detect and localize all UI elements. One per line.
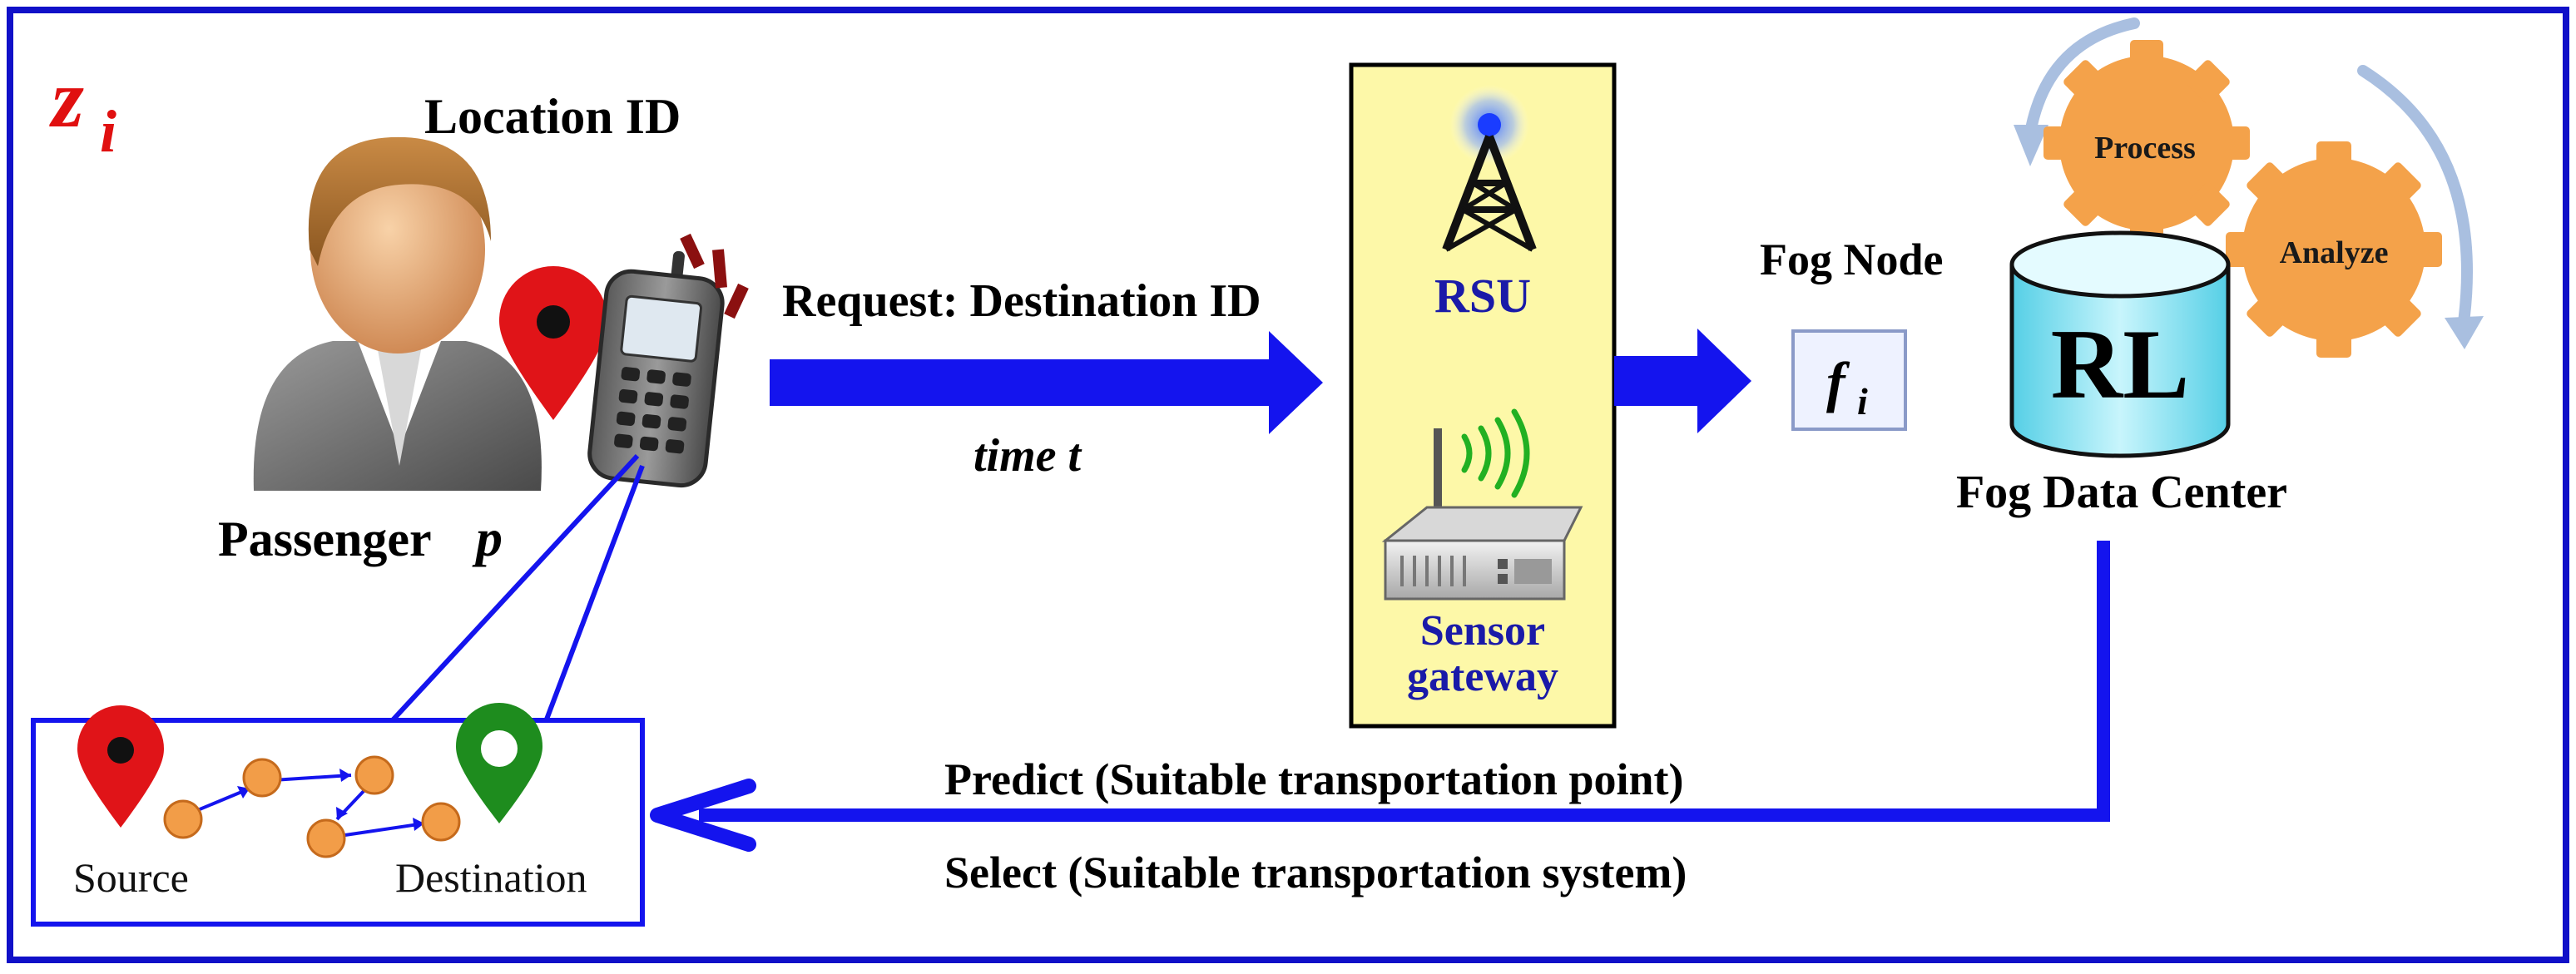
fog-node-label: Fog Node [1760, 235, 1943, 284]
source-label: Source [73, 854, 189, 901]
predict-label: Predict (Suitable transportation point) [944, 754, 1684, 804]
rl-database-icon [2009, 230, 2231, 458]
wireless-waves-icon [1461, 408, 1530, 498]
time-label: time t [973, 430, 1082, 482]
route-node-1 [163, 799, 203, 839]
request-label: Request: Destination ID [782, 275, 1261, 327]
callout-line-right [542, 464, 645, 725]
rsu-panel [1349, 62, 1617, 729]
destination-label: Destination [395, 854, 587, 901]
location-id-label: Location ID [424, 89, 681, 144]
cycle-arrow-icon [2014, 17, 2484, 349]
fog-node-subscript: i [1857, 380, 1868, 423]
zone-label: z [49, 52, 84, 145]
zone-label-subscript: i [100, 98, 116, 165]
route-node-5 [421, 802, 461, 842]
process-gear-icon [2043, 40, 2250, 246]
rsu-label: RSU [1434, 269, 1531, 323]
route-node-4 [306, 818, 346, 858]
rsu-tower-icon [1442, 85, 1537, 252]
gateway-label-line1: Sensor [1420, 607, 1545, 655]
response-arrowhead [650, 779, 756, 852]
response-path [699, 541, 2110, 822]
sensor-gateway-icon [1381, 428, 1583, 601]
fog-data-center-label: Fog Data Center [1956, 467, 2287, 518]
passenger-variable: p [472, 508, 503, 567]
route-node-2 [242, 758, 282, 798]
process-label: Process [2094, 131, 2196, 166]
mobile-phone-icon [587, 250, 725, 488]
rl-label: RL [2051, 309, 2190, 419]
destination-pin-icon [456, 703, 542, 823]
route-nodes [163, 755, 461, 858]
request-arrow [770, 331, 1323, 434]
source-pin-icon [77, 705, 164, 828]
passenger-label: Passenger [218, 512, 432, 566]
analyze-gear-icon [2226, 141, 2442, 358]
phone-signal-icon [680, 233, 749, 319]
fog-node-box [1791, 329, 1907, 431]
analyze-label: Analyze [2280, 235, 2389, 270]
location-pin-icon [499, 266, 607, 420]
callout-line-left [387, 453, 640, 726]
passenger-icon [253, 136, 542, 491]
select-label: Select (Suitable transportation system) [944, 848, 1687, 897]
gateway-label-line2: gateway [1407, 653, 1558, 700]
rsu-to-fog-arrow [1614, 329, 1751, 433]
route-node-3 [354, 755, 394, 795]
